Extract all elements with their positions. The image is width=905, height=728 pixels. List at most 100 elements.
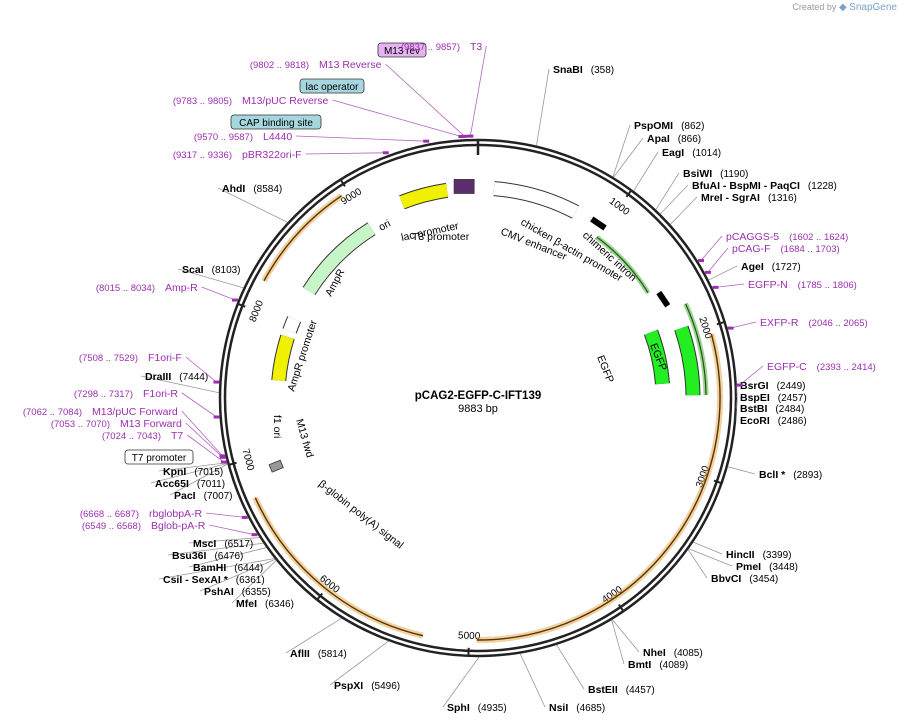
enzyme-0-leader: [536, 68, 550, 146]
primer-name-14[interactable]: M13 Forward: [120, 418, 182, 430]
enzyme-name-18[interactable]: BstEII: [588, 684, 618, 696]
enzyme-name-24[interactable]: PshAI: [204, 586, 234, 598]
enzyme-name-17[interactable]: BmtI: [628, 659, 651, 671]
enzyme-name-29[interactable]: PacI: [174, 490, 196, 502]
enzyme-24-leader: [199, 558, 276, 592]
primer-mark-14: [219, 455, 226, 459]
primer-name-10[interactable]: Amp-R: [165, 282, 198, 294]
enzyme-name-3[interactable]: EagI: [662, 147, 684, 159]
enzyme-name-28[interactable]: MscI: [193, 538, 216, 550]
primer-name-5[interactable]: pCAGGS-5: [726, 231, 779, 243]
primer-pos-11: (7508 .. 7529): [79, 353, 138, 364]
enzyme-pos-3: (1014): [692, 148, 721, 159]
primer-mark-8: [727, 326, 734, 330]
primer-name-12[interactable]: F1ori-R: [143, 388, 178, 400]
enzyme-pos-1: (862): [681, 121, 704, 132]
tick-7000: [228, 461, 237, 466]
primer-pos-3: (9570 .. 9587): [194, 132, 253, 143]
primer-pos-13: (7062 .. 7084): [23, 407, 82, 418]
enzyme-name-7[interactable]: AgeI: [741, 261, 764, 273]
enzyme-name-34[interactable]: AhdI: [222, 183, 245, 195]
enzyme-name-33[interactable]: ScaI: [182, 264, 204, 276]
enzyme-9-leader: [735, 395, 738, 398]
enzyme-7-leader: [708, 265, 738, 281]
enzyme-19-leader: [519, 653, 546, 708]
tick-8000: [237, 302, 246, 308]
primer-mark-10: [232, 298, 239, 302]
enzyme-name-14[interactable]: PmeI: [736, 561, 761, 573]
enzyme-3-leader: [633, 151, 659, 192]
enzyme-17-leader: [611, 619, 625, 665]
enzyme-name-6[interactable]: MreI - SgrAI: [701, 192, 760, 204]
enzyme-name-26[interactable]: BamHI: [193, 562, 226, 574]
enzyme-name-13[interactable]: HincII: [726, 549, 755, 561]
beta-globin-polya-marker: [268, 459, 284, 473]
enzyme-name-15[interactable]: BbvCI: [711, 573, 741, 585]
primer-name-13[interactable]: M13/pUC Forward: [92, 406, 178, 418]
primer-name-2[interactable]: M13/pUC Reverse: [242, 95, 329, 107]
primer-name-7[interactable]: EGFP-N: [748, 279, 788, 291]
primer-name-4[interactable]: pBR322ori-F: [242, 149, 302, 161]
enzyme-name-25[interactable]: CsiI - SexAI *: [163, 574, 229, 586]
enzyme-name-19[interactable]: NsiI: [549, 702, 568, 714]
site-labels: SnaBI(358)PspOMI(862)ApaI(866)EagI(1014)…: [23, 41, 876, 714]
enzyme-name-1[interactable]: PspOMI: [634, 120, 673, 132]
enzyme-30-leader: [150, 462, 228, 484]
primer-mark-7: [712, 285, 719, 289]
enzyme-29-leader: [169, 463, 228, 496]
enzyme-name-16[interactable]: NheI: [643, 647, 666, 659]
enzyme-pos-23: (6346): [265, 599, 294, 610]
tick-6000: [316, 592, 323, 601]
primer-14-leader: [185, 422, 224, 458]
primer-name-1[interactable]: M13 Reverse: [319, 59, 382, 71]
primer-name-15[interactable]: T7: [171, 430, 183, 442]
enzyme-name-31[interactable]: KpnI: [163, 466, 186, 478]
enzyme-name-22[interactable]: AflII: [290, 648, 310, 660]
enzyme-pos-6: (1316): [768, 193, 797, 204]
primer-name-17[interactable]: Bglob-pA-R: [151, 520, 206, 532]
enzyme-name-5[interactable]: BfuAI - BspMI - PaqCI: [692, 180, 800, 192]
enzyme-name-32[interactable]: DraIII: [145, 371, 171, 383]
feature-arcs: [252, 179, 723, 643]
enzyme-8-leader: [735, 384, 738, 395]
enzyme-12-leader: [727, 466, 756, 475]
primer-name-0[interactable]: T3: [470, 41, 482, 53]
enzyme-pos-28: (6517): [224, 539, 253, 550]
primer-name-3[interactable]: L4440: [263, 131, 292, 143]
enzyme-20-leader: [442, 656, 480, 708]
enzyme-name-21[interactable]: PspXI: [334, 680, 363, 692]
t7-promoter-box: [124, 449, 194, 465]
primer-name-6[interactable]: pCAG-F: [732, 243, 771, 255]
enzyme-name-9[interactable]: BspEI: [740, 392, 770, 404]
enzyme-name-4[interactable]: BsiWI: [683, 168, 712, 180]
enzyme-pos-8: (2449): [777, 381, 806, 392]
primer-name-11[interactable]: F1ori-F: [148, 352, 182, 364]
enzyme-pos-33: (8103): [212, 265, 241, 276]
primer-name-9[interactable]: EGFP-C: [767, 361, 807, 373]
enzyme-pos-15: (3454): [749, 574, 778, 585]
enzyme-pos-0: (358): [591, 65, 614, 76]
enzyme-name-10[interactable]: BstBI: [740, 403, 768, 415]
primer-13-leader: [181, 410, 223, 457]
primer-mark-2: [458, 135, 465, 139]
t7-promoter-label: T7 promoter: [132, 453, 187, 464]
enzyme-name-11[interactable]: EcoRI: [740, 415, 770, 427]
enzyme-31-leader: [158, 462, 228, 472]
feature-egfp-1: EGFP: [594, 354, 616, 385]
tick-label-8000: 8000: [248, 299, 267, 324]
enzyme-name-27[interactable]: Bsu36I: [172, 550, 207, 562]
primer-name-8[interactable]: EXFP-R: [760, 317, 799, 329]
enzyme-name-20[interactable]: SphI: [447, 702, 470, 714]
enzyme-name-23[interactable]: MfeI: [236, 598, 257, 610]
enzyme-name-0[interactable]: SnaBI: [553, 64, 583, 76]
enzyme-name-12[interactable]: BclI *: [759, 469, 786, 481]
enzyme-name-2[interactable]: ApaI: [647, 133, 670, 145]
primer-15-leader: [187, 434, 225, 463]
orange-arc-right-halo: [476, 333, 723, 643]
primer-name-16[interactable]: rbglobpA-R: [149, 508, 203, 520]
enzyme-name-30[interactable]: Acc65I: [155, 478, 189, 490]
primer-0-leader: [469, 45, 487, 137]
enzyme-name-8[interactable]: BsrGI: [740, 380, 769, 392]
primer-16-leader: [206, 512, 245, 518]
cap-binding-site-label: CAP binding site: [239, 118, 313, 129]
